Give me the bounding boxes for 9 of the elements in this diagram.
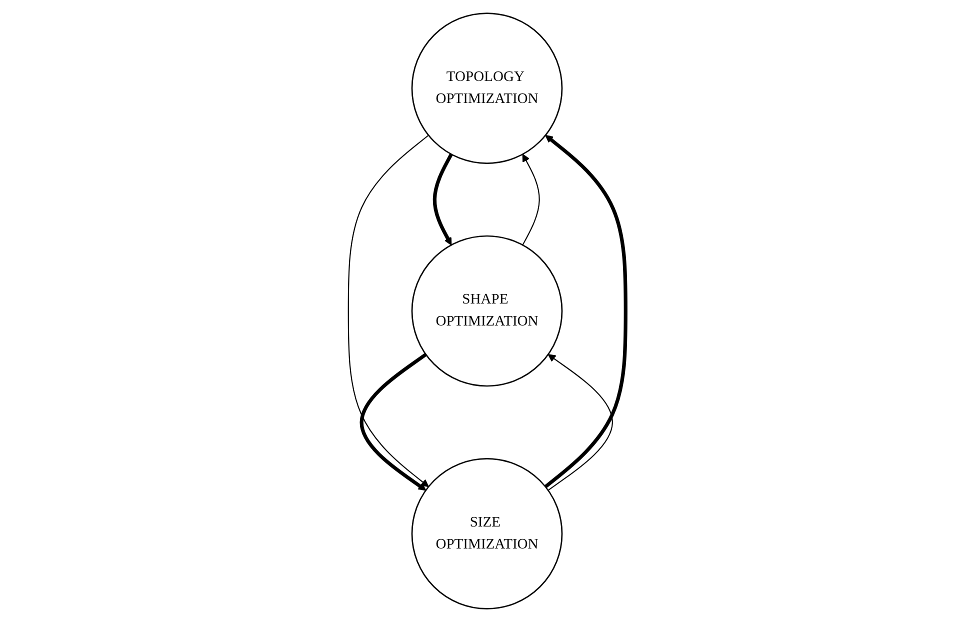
node-circle: SHAPE OPTIMIZATION <box>410 234 562 386</box>
arrow <box>547 354 612 490</box>
arrow <box>359 352 426 490</box>
node-circle: SIZE OPTIMIZATION <box>410 458 562 609</box>
node-circle: TOPOLOGY OPTIMIZATION <box>410 12 562 164</box>
arrow <box>522 153 540 245</box>
arrow <box>544 134 627 488</box>
arrow <box>432 152 452 245</box>
arrow <box>347 134 428 487</box>
